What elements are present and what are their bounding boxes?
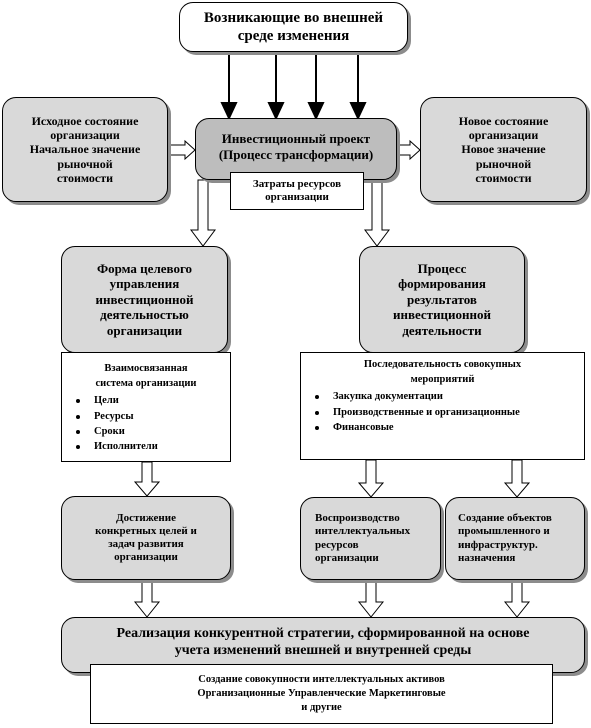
list-item: Закупка документации	[307, 389, 578, 404]
resource-reproduction-text: Воспроизводство интеллектуальных ресурсо…	[315, 512, 411, 564]
list-item: Производственные и организационные	[307, 405, 578, 420]
external-changes-box: Возникающие во внешней среде изменения	[179, 2, 408, 52]
arrow-project-to-right	[396, 139, 421, 161]
resource-reproduction-box: Воспроизводство интеллектуальных ресурсо…	[300, 497, 441, 580]
arrow-reproduction-to-strategy	[357, 579, 385, 618]
arrow-project-to-process	[364, 179, 390, 247]
arrow-sequence-to-objects	[503, 459, 531, 498]
list-item: Сроки	[68, 424, 224, 439]
change-arrowhead-1	[220, 102, 238, 121]
arrow-left-to-project	[169, 139, 196, 161]
competitive-strategy-box: Реализация конкурентной стратегии, сформ…	[61, 617, 585, 673]
change-arrows	[220, 52, 367, 121]
results-process-box: Процесс формирования результатов инвести…	[359, 246, 525, 353]
arrow-goals-to-strategy	[133, 579, 161, 618]
resource-costs-text: Затраты ресурсов организации	[252, 177, 342, 203]
management-form-box: Форма целевого управления инвестиционной…	[61, 246, 228, 353]
goals-achievement-box: Достижение конкретных целей и задач разв…	[61, 496, 231, 580]
intellectual-assets-box: Создание совокупности интеллектуальных а…	[90, 664, 553, 724]
objects-creation-box: Создание объектов промышленного и инфрас…	[445, 497, 585, 580]
activities-sequence-box: Последовательность совокупных мероприяти…	[300, 352, 585, 460]
organization-system-box: Взаимосвязанная система организации Цели…	[61, 352, 231, 462]
list-item: Финансовые	[307, 420, 578, 435]
external-changes-text: Возникающие во внешней среде изменения	[203, 10, 384, 44]
investment-project-text: Инвестиционный проект (Процесс трансформ…	[218, 131, 374, 162]
results-process-text: Процесс формирования результатов инвести…	[392, 260, 492, 338]
resource-costs-box: Затраты ресурсов организации	[230, 172, 364, 210]
activities-sequence-heading: Последовательность совокупных мероприяти…	[363, 359, 522, 386]
initial-state-box: Исходное состояние организации Начальное…	[2, 97, 168, 202]
change-arrowhead-4	[349, 102, 367, 121]
arrow-system-to-goals	[133, 461, 161, 497]
organization-system-heading: Взаимосвязанная система организации	[95, 363, 197, 390]
organization-system-list: Цели Ресурсы Сроки Исполнители	[68, 393, 224, 454]
activities-sequence-list: Закупка документации Производственные и …	[307, 389, 578, 435]
list-item: Ресурсы	[68, 409, 224, 424]
investment-project-box: Инвестиционный проект (Процесс трансформ…	[195, 118, 397, 180]
arrow-sequence-to-reproduction	[357, 459, 385, 498]
initial-state-text: Исходное состояние организации Начальное…	[29, 113, 141, 186]
change-arrowhead-2	[267, 102, 285, 121]
arrow-project-to-form	[190, 179, 216, 247]
goals-achievement-text: Достижение конкретных целей и задач разв…	[95, 511, 197, 564]
intellectual-assets-text: Создание совокупности интеллектуальных а…	[197, 673, 446, 714]
arrow-objects-to-strategy	[503, 579, 531, 618]
new-state-text: Новое состояние организации Новое значен…	[458, 113, 549, 186]
list-item: Цели	[68, 393, 224, 408]
change-arrowhead-3	[307, 102, 325, 121]
list-item: Исполнители	[68, 439, 224, 454]
management-form-text: Форма целевого управления инвестиционной…	[95, 260, 194, 338]
competitive-strategy-text: Реализация конкурентной стратегии, сформ…	[116, 626, 530, 658]
objects-creation-text: Создание объектов промышленного и инфрас…	[458, 512, 552, 564]
new-state-box: Новое состояние организации Новое значен…	[420, 97, 587, 202]
